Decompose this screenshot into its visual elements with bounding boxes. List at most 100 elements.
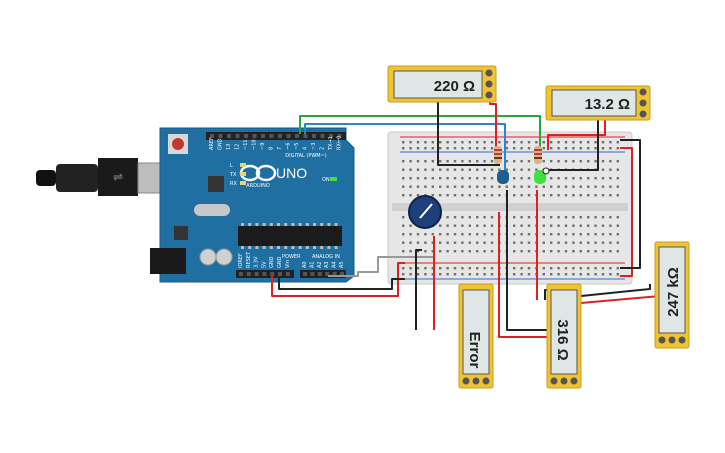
breadboard-hole[interactable] (527, 224, 531, 227)
breadboard-hole[interactable] (594, 233, 597, 236)
breadboard-hole[interactable] (601, 233, 605, 236)
breadboard-hole[interactable] (513, 185, 516, 188)
breadboard-hole[interactable] (542, 194, 545, 197)
breadboard-hole[interactable] (409, 168, 412, 171)
breadboard-hole[interactable] (431, 177, 434, 180)
breadboard-hole[interactable] (505, 168, 508, 171)
breadboard-hole[interactable] (402, 241, 405, 244)
breadboard-hole[interactable] (542, 250, 545, 253)
breadboard-hole[interactable] (594, 194, 597, 197)
breadboard-hole[interactable] (550, 194, 553, 197)
breadboard-hole[interactable] (572, 194, 575, 197)
breadboard-hole[interactable] (490, 185, 494, 188)
breadboard-hole[interactable] (446, 177, 449, 180)
breadboard-hole[interactable] (453, 267, 457, 270)
breadboard-hole[interactable] (468, 233, 471, 236)
breadboard-hole[interactable] (468, 147, 471, 150)
breadboard-hole[interactable] (601, 147, 605, 150)
breadboard-hole[interactable] (609, 216, 612, 219)
breadboard-hole[interactable] (601, 160, 605, 163)
breadboard-hole[interactable] (424, 185, 427, 188)
breadboard-hole[interactable] (402, 160, 405, 163)
breadboard-hole[interactable] (601, 177, 605, 180)
breadboard-hole[interactable] (424, 273, 427, 276)
breadboard-hole[interactable] (490, 250, 494, 253)
breadboard-hole[interactable] (542, 241, 545, 244)
breadboard-hole[interactable] (513, 241, 516, 244)
breadboard-hole[interactable] (453, 216, 457, 219)
breadboard-hole[interactable] (409, 185, 412, 188)
breadboard-hole[interactable] (453, 147, 457, 150)
breadboard-hole[interactable] (461, 141, 464, 144)
breadboard-hole[interactable] (535, 185, 538, 188)
breadboard-hole[interactable] (587, 241, 590, 244)
breadboard-hole[interactable] (431, 185, 434, 188)
breadboard-hole[interactable] (609, 224, 612, 227)
breadboard-hole[interactable] (409, 233, 412, 236)
breadboard-hole[interactable] (446, 147, 449, 150)
breadboard-hole[interactable] (468, 160, 471, 163)
breadboard-hole[interactable] (542, 160, 545, 163)
breadboard-hole[interactable] (424, 168, 427, 171)
breadboard-hole[interactable] (439, 250, 442, 253)
breadboard-hole[interactable] (416, 177, 420, 180)
breadboard-hole[interactable] (557, 241, 560, 244)
breadboard-hole[interactable] (461, 267, 464, 270)
reset-button[interactable] (172, 138, 184, 150)
breadboard-hole[interactable] (461, 250, 464, 253)
breadboard-hole[interactable] (550, 147, 553, 150)
breadboard-hole[interactable] (439, 273, 442, 276)
multimeter-bottom-left[interactable]: Error (458, 283, 494, 389)
breadboard-hole[interactable] (490, 267, 494, 270)
breadboard-hole[interactable] (505, 160, 508, 163)
breadboard-hole[interactable] (490, 177, 494, 180)
breadboard-hole[interactable] (520, 273, 523, 276)
breadboard-hole[interactable] (513, 250, 516, 253)
breadboard-hole[interactable] (579, 177, 582, 180)
led-green[interactable] (534, 170, 546, 184)
breadboard-hole[interactable] (542, 141, 545, 144)
breadboard-hole[interactable] (431, 273, 434, 276)
breadboard-hole[interactable] (557, 160, 560, 163)
breadboard-hole[interactable] (550, 160, 553, 163)
breadboard-hole[interactable] (572, 141, 575, 144)
breadboard-hole[interactable] (550, 241, 553, 244)
breadboard-hole[interactable] (527, 216, 531, 219)
breadboard-hole[interactable] (490, 147, 494, 150)
breadboard-hole[interactable] (453, 250, 457, 253)
breadboard-hole[interactable] (527, 267, 531, 270)
breadboard-hole[interactable] (564, 194, 568, 197)
breadboard-hole[interactable] (550, 267, 553, 270)
header-pin[interactable] (278, 134, 282, 138)
breadboard-hole[interactable] (513, 216, 516, 219)
breadboard-hole[interactable] (609, 250, 612, 253)
breadboard-hole[interactable] (424, 147, 427, 150)
breadboard-hole[interactable] (468, 241, 471, 244)
breadboard-hole[interactable] (594, 241, 597, 244)
breadboard-hole[interactable] (557, 177, 560, 180)
breadboard-hole[interactable] (572, 250, 575, 253)
breadboard-hole[interactable] (579, 147, 582, 150)
breadboard-hole[interactable] (446, 141, 449, 144)
breadboard-hole[interactable] (446, 267, 449, 270)
breadboard-hole[interactable] (609, 147, 612, 150)
breadboard-hole[interactable] (416, 194, 420, 197)
breadboard-hole[interactable] (431, 147, 434, 150)
breadboard-hole[interactable] (446, 168, 449, 171)
breadboard-hole[interactable] (513, 177, 516, 180)
breadboard-hole[interactable] (461, 185, 464, 188)
header-pin[interactable] (325, 272, 330, 276)
breadboard-hole[interactable] (557, 250, 560, 253)
breadboard-hole[interactable] (439, 141, 442, 144)
breadboard-hole[interactable] (439, 194, 442, 197)
breadboard-hole[interactable] (490, 141, 494, 144)
potentiometer[interactable] (408, 195, 442, 229)
breadboard-hole[interactable] (616, 194, 619, 197)
breadboard-hole[interactable] (587, 194, 590, 197)
breadboard-hole[interactable] (453, 141, 457, 144)
breadboard-hole[interactable] (601, 185, 605, 188)
breadboard-hole[interactable] (579, 141, 582, 144)
header-pin[interactable] (270, 272, 275, 276)
breadboard-hole[interactable] (587, 224, 590, 227)
breadboard-hole[interactable] (476, 141, 479, 144)
